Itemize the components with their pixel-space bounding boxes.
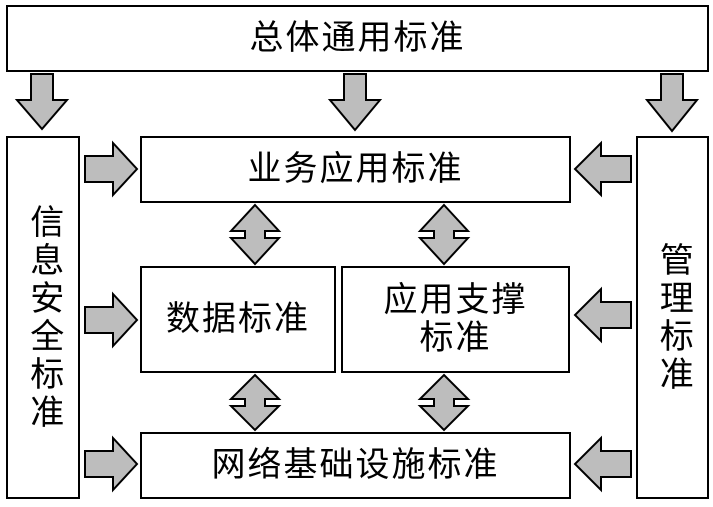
network-infrastructure-standards-box: 网络基础设施标准 [140, 432, 571, 499]
double-arrow-business-support [417, 203, 471, 266]
general-standards-box: 总体通用标准 [6, 5, 709, 72]
right-arrow-to-network [84, 435, 139, 493]
left-arrow-to-business [573, 140, 632, 198]
left-arrow-to-network [573, 435, 632, 493]
general-standards-label: 总体通用标准 [249, 17, 466, 58]
double-arrow-business-data [228, 203, 282, 266]
application-support-standards-box: 应用支撑 标准 [341, 266, 570, 373]
down-arrow-center [327, 73, 383, 132]
down-arrow-left [14, 73, 70, 131]
application-support-standards-label: 应用支撑 标准 [383, 280, 528, 358]
management-standards-label: 管理标准 [653, 241, 694, 394]
management-standards-box: 管理标准 [636, 136, 709, 499]
down-arrow-right [644, 73, 700, 133]
business-application-standards-label: 业务应用标准 [247, 148, 464, 189]
business-application-standards-box: 业务应用标准 [140, 136, 571, 203]
double-arrow-support-network [417, 373, 471, 432]
right-arrow-to-business [84, 140, 139, 198]
left-arrow-to-support [573, 286, 632, 344]
data-standards-box: 数据标准 [140, 266, 336, 373]
double-arrow-data-network [228, 373, 282, 432]
information-security-standards-label: 信息安全标准 [23, 203, 64, 432]
data-standards-label: 数据标准 [166, 298, 310, 339]
right-arrow-to-data [84, 291, 139, 349]
information-security-standards-box: 信息安全标准 [6, 136, 80, 499]
network-infrastructure-standards-label: 网络基础设施标准 [211, 444, 500, 485]
